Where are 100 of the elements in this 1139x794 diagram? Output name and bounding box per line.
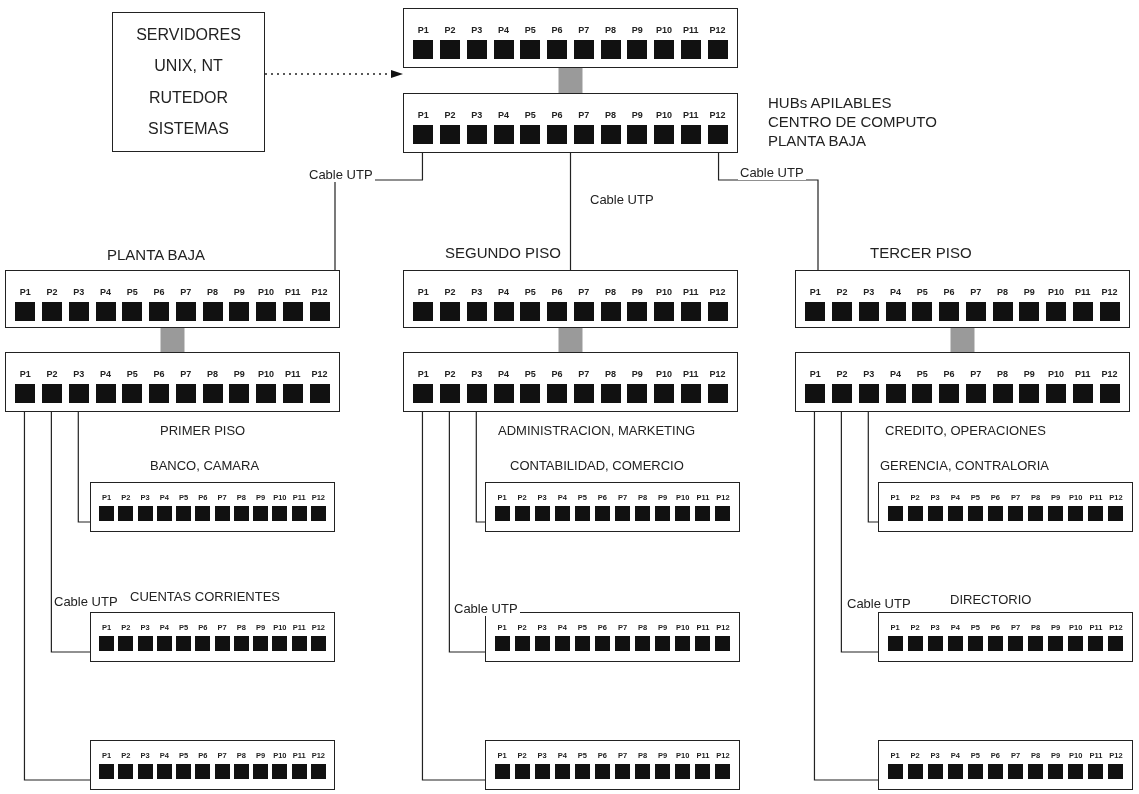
edge-label: Cable UTP bbox=[452, 601, 520, 616]
hub-box bbox=[403, 8, 738, 68]
port-label: P11 bbox=[1075, 370, 1091, 380]
edge-label: Cable UTP bbox=[738, 165, 806, 180]
port-label: P8 bbox=[605, 111, 617, 121]
edge-label: Cable UTP bbox=[588, 192, 656, 207]
hub-box bbox=[485, 740, 740, 790]
port-label: P5 bbox=[126, 370, 138, 380]
port-label: P11 bbox=[683, 26, 699, 36]
port-label: P1 bbox=[417, 288, 429, 298]
floor-label: PLANTA BAJA bbox=[107, 246, 206, 263]
port-label: P6 bbox=[551, 288, 563, 298]
port-label: P2 bbox=[46, 288, 58, 298]
cable-line bbox=[840, 411, 879, 653]
hub-box bbox=[878, 482, 1133, 532]
hub-box bbox=[795, 352, 1130, 412]
cable-line bbox=[77, 411, 91, 523]
hub-box bbox=[403, 270, 738, 328]
port-label: P3 bbox=[471, 288, 483, 298]
port-label: P1 bbox=[809, 370, 821, 380]
cable-line bbox=[569, 152, 572, 271]
port-label: P8 bbox=[207, 288, 219, 298]
port-label: P12 bbox=[311, 370, 328, 380]
port-label: P8 bbox=[605, 26, 617, 36]
cable-line bbox=[448, 411, 486, 653]
port-label: P6 bbox=[551, 111, 563, 121]
floor-label: SEGUNDO PISO bbox=[445, 244, 561, 261]
box-text: RUTEDOR bbox=[148, 88, 229, 107]
port-label: P10 bbox=[258, 370, 275, 380]
port-label: P3 bbox=[73, 288, 85, 298]
port-label: P1 bbox=[809, 288, 821, 298]
edge-label: Cable UTP bbox=[52, 594, 120, 609]
box-text: SERVIDORES bbox=[136, 25, 241, 44]
port-label: P9 bbox=[1023, 288, 1035, 298]
port-label: P2 bbox=[444, 26, 456, 36]
floor-label: TERCER PISO bbox=[870, 244, 972, 261]
stacking-cable bbox=[950, 328, 975, 352]
cable-line bbox=[475, 411, 486, 523]
cable-line bbox=[23, 411, 91, 781]
port-label: P5 bbox=[524, 288, 536, 298]
port-label: P3 bbox=[863, 288, 875, 298]
port-label: P1 bbox=[19, 288, 31, 298]
hub-box bbox=[878, 612, 1133, 662]
hub-box bbox=[90, 482, 335, 532]
hub-box bbox=[5, 270, 340, 328]
hub-box bbox=[485, 612, 740, 662]
hub-box bbox=[403, 352, 738, 412]
stacking-cable bbox=[160, 328, 185, 352]
floor-label: GERENCIA, CONTRALORIA bbox=[880, 458, 1050, 473]
hub-box bbox=[403, 93, 738, 153]
port-label: P3 bbox=[471, 111, 483, 121]
port-label: P6 bbox=[153, 288, 165, 298]
port-label: P1 bbox=[19, 370, 31, 380]
hub-box bbox=[90, 740, 335, 790]
port-label: P4 bbox=[498, 111, 510, 121]
port-label: P3 bbox=[73, 370, 85, 380]
port-label: P5 bbox=[916, 288, 928, 298]
port-label: P9 bbox=[233, 288, 245, 298]
port-label: P9 bbox=[631, 111, 643, 121]
port-label: P7 bbox=[578, 26, 590, 36]
port-label: P4 bbox=[890, 370, 902, 380]
floor-label: HUBs APILABLES bbox=[768, 94, 892, 111]
port-label: P12 bbox=[709, 370, 726, 380]
port-label: P6 bbox=[551, 26, 563, 36]
port-label: P8 bbox=[605, 288, 617, 298]
floor-label: CUENTAS CORRIENTES bbox=[130, 589, 280, 604]
cable-line bbox=[50, 411, 91, 653]
port-label: P4 bbox=[498, 370, 510, 380]
port-label: P6 bbox=[943, 370, 955, 380]
port-label: P2 bbox=[444, 370, 456, 380]
port-label: P2 bbox=[444, 111, 456, 121]
port-label: P2 bbox=[836, 370, 848, 380]
port-label: P2 bbox=[836, 288, 848, 298]
port-label: P9 bbox=[1023, 370, 1035, 380]
port-label: P4 bbox=[498, 26, 510, 36]
port-label: P6 bbox=[153, 370, 165, 380]
port-label: P11 bbox=[1075, 288, 1091, 298]
port-label: P8 bbox=[207, 370, 219, 380]
port-label: P4 bbox=[100, 370, 112, 380]
floor-label: PRIMER PISO bbox=[160, 423, 246, 438]
port-label: P9 bbox=[631, 288, 643, 298]
cable-line bbox=[421, 411, 486, 781]
port-label: P1 bbox=[417, 370, 429, 380]
port-label: P6 bbox=[943, 288, 955, 298]
port-label: P3 bbox=[863, 370, 875, 380]
floor-label: CREDITO, OPERACIONES bbox=[885, 423, 1046, 438]
hub-box bbox=[878, 740, 1133, 790]
port-label: P10 bbox=[656, 288, 673, 298]
port-label: P3 bbox=[471, 370, 483, 380]
cable-line bbox=[813, 411, 879, 781]
port-label: P5 bbox=[524, 370, 536, 380]
port-label: P9 bbox=[233, 370, 245, 380]
hub-box bbox=[795, 270, 1130, 328]
port-label: P4 bbox=[100, 288, 112, 298]
cable-line bbox=[717, 152, 819, 271]
server-box bbox=[112, 12, 265, 152]
floor-label: CENTRO DE COMPUTO bbox=[768, 113, 937, 130]
port-label: P7 bbox=[578, 370, 590, 380]
port-label: P9 bbox=[631, 370, 643, 380]
floor-label: ADMINISTRACION, MARKETING bbox=[498, 423, 696, 438]
